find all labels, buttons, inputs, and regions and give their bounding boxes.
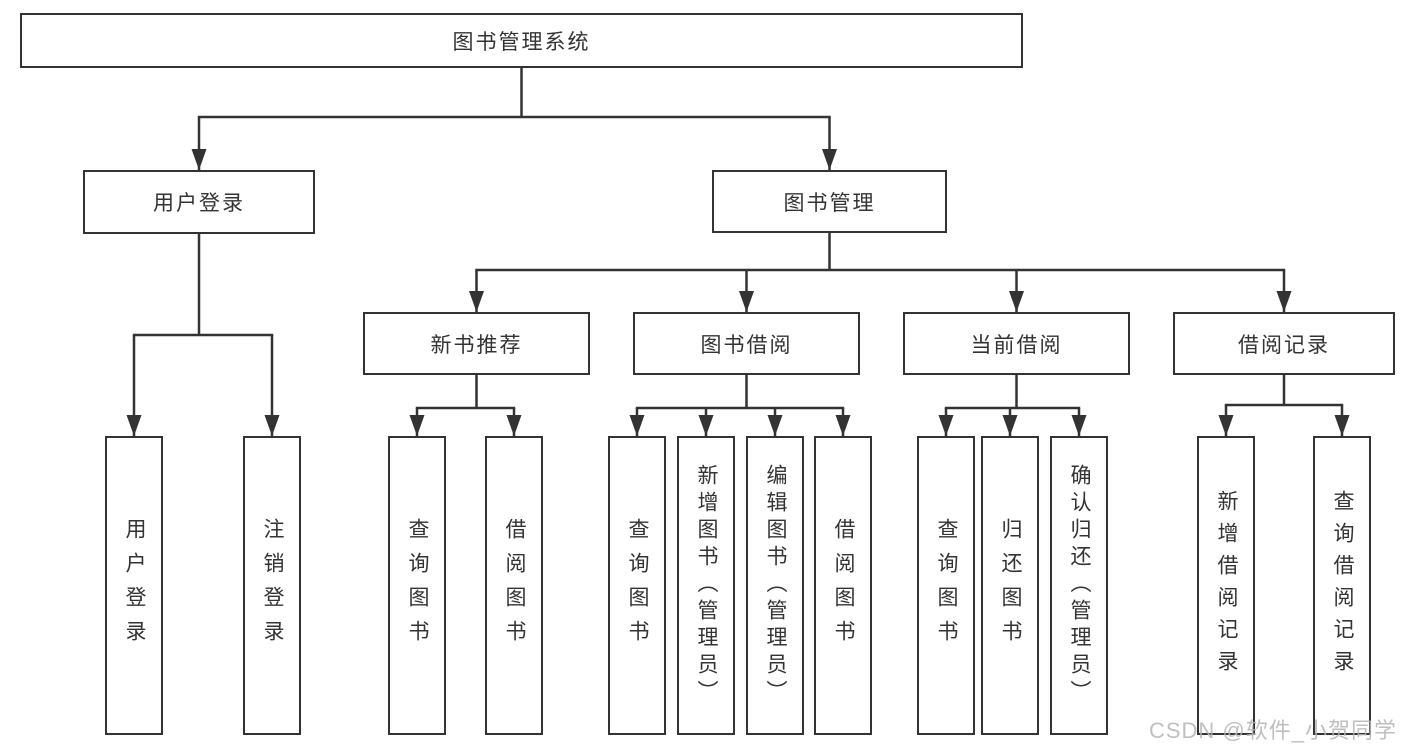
node-borrow-records: 借阅记录 (1173, 312, 1395, 375)
connector-line (1224, 375, 1344, 407)
node-library-system: 图书管理系统 (20, 13, 1023, 68)
node-user-login: 用户登录 (83, 170, 315, 234)
node-current-borrow: 当前借阅 (903, 312, 1130, 375)
connector-borrow-records-children (1218, 375, 1350, 436)
connector-new-books-children (409, 375, 522, 436)
connector-user-login-children (126, 234, 280, 436)
connector-line (197, 68, 831, 119)
connector-line (132, 234, 274, 337)
connector-book-borrow-children (629, 375, 851, 436)
connector-line (415, 375, 516, 410)
leaf-return-books: 归还图书 (981, 436, 1039, 735)
connector-line (944, 375, 1081, 410)
connector-line (635, 375, 845, 410)
leaf-add-borrow-record: 新增借阅记录 (1197, 436, 1255, 735)
leaf-borrow-books-recommend: 借阅图书 (485, 436, 543, 735)
leaf-add-books-admin: 新增图书（管理员） (677, 436, 735, 735)
leaf-edit-books-admin: 编辑图书（管理员） (746, 436, 804, 735)
leaf-query-books-current: 查询图书 (917, 436, 975, 735)
leaf-query-borrow-record: 查询借阅记录 (1313, 436, 1371, 735)
leaf-query-books-borrow: 查询图书 (608, 436, 666, 735)
leaf-user-login: 用户登录 (105, 436, 163, 735)
leaf-logout: 注销登录 (243, 436, 301, 735)
node-book-management: 图书管理 (712, 170, 947, 233)
node-new-book-recommend: 新书推荐 (363, 312, 590, 375)
connector-root-to-level2 (191, 68, 837, 170)
watermark-text: CSDN @软件_小贺同学 (1148, 718, 1397, 743)
leaf-query-books-recommend: 查询图书 (388, 436, 446, 735)
connector-line (475, 233, 1286, 272)
leaf-confirm-return-admin: 确认归还（管理员） (1050, 436, 1108, 735)
connector-current-borrow-children (938, 375, 1087, 436)
connector-book-mgmt-to-level3 (469, 233, 1292, 312)
node-book-borrow: 图书借阅 (633, 312, 860, 375)
leaf-borrow-books: 借阅图书 (814, 436, 872, 735)
